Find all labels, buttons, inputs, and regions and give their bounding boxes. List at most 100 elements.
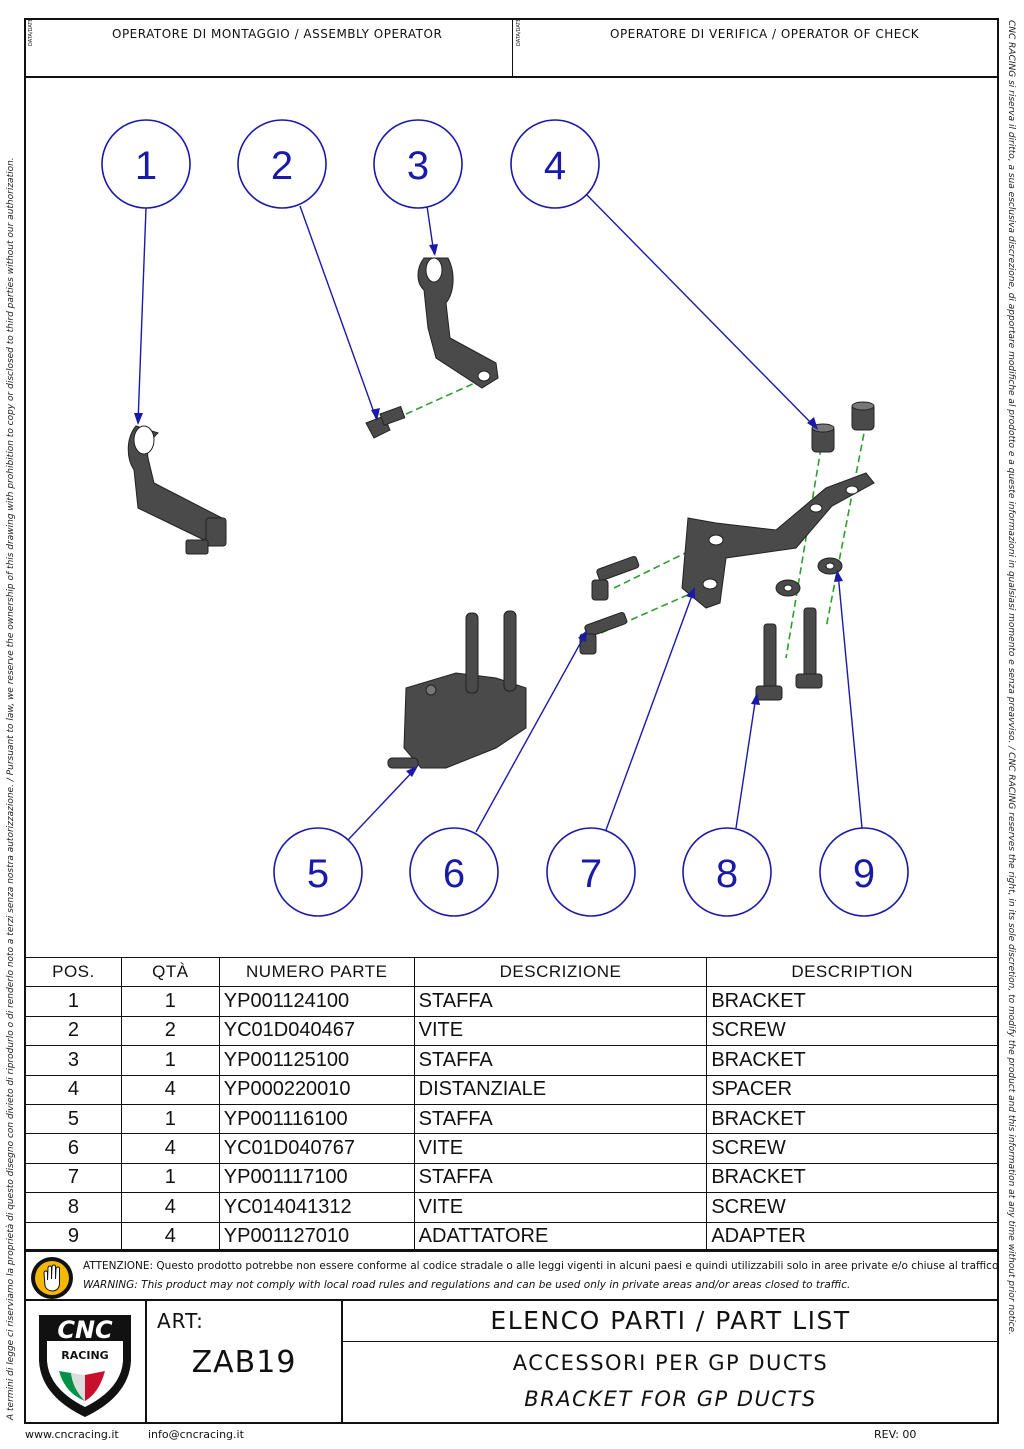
svg-text:RACING: RACING bbox=[61, 1349, 108, 1362]
warning-text-english: WARNING: This product may not comply wit… bbox=[83, 1279, 851, 1291]
leader-lines bbox=[137, 193, 863, 841]
part-number-cell: YC01D040767 bbox=[218, 1133, 415, 1164]
col-descrizione-header: DESCRIZIONE bbox=[413, 956, 708, 988]
table-row: 3 1 YP001125100 STAFFA BRACKET bbox=[25, 1045, 998, 1076]
balloon-3: 3 bbox=[373, 119, 463, 209]
svg-text:6: 6 bbox=[443, 852, 465, 896]
svg-text:1: 1 bbox=[135, 144, 157, 188]
qty-cell: 1 bbox=[120, 1045, 220, 1076]
date-label: DATA/DATE bbox=[516, 18, 522, 46]
assembly-operator-cell: DATA/DATE OPERATORE DI MONTAGGIO / ASSEM… bbox=[24, 18, 513, 76]
pos-cell: 8 bbox=[25, 1192, 122, 1223]
email-link[interactable]: info@cncracing.it bbox=[148, 1428, 244, 1441]
part-number-cell: YC01D040467 bbox=[218, 1015, 415, 1047]
balloon-1: 1 bbox=[101, 119, 191, 209]
exploded-view-drawing: 1 2 3 4 5 6 7 8 bbox=[101, 119, 909, 917]
balloon-9: 9 bbox=[819, 827, 909, 917]
balloon-2: 2 bbox=[237, 119, 327, 209]
date-label: DATA/DATE bbox=[28, 18, 34, 46]
part-number-cell: YC014041312 bbox=[218, 1192, 415, 1223]
table-row: 8 4 YC014041312 VITE SCREW bbox=[25, 1192, 998, 1223]
drawing-frame bbox=[24, 18, 999, 1424]
check-operator-label: OPERATORE DI VERIFICA / OPERATOR OF CHEC… bbox=[610, 27, 920, 41]
part-1-bracket bbox=[127, 425, 227, 555]
logo-cell: CNC RACING bbox=[25, 1301, 147, 1423]
qty-cell: 4 bbox=[120, 1074, 220, 1105]
subtitle-italian: ACCESSORI PER GP DUCTS bbox=[512, 1351, 829, 1375]
description-cell: SCREW bbox=[706, 1133, 998, 1164]
warning-banner: ATTENZIONE: Questo prodotto potrebbe non… bbox=[25, 1249, 998, 1301]
table-row: 7 1 YP001117100 STAFFA BRACKET bbox=[25, 1162, 998, 1194]
subtitle-english: BRACKET FOR GP DUCTS bbox=[524, 1387, 817, 1411]
pos-cell: 4 bbox=[25, 1074, 122, 1105]
part-3-bracket bbox=[417, 257, 499, 389]
part-7-bracket bbox=[681, 472, 875, 609]
description-cell: SCREW bbox=[706, 1192, 998, 1223]
balloon-8: 8 bbox=[682, 827, 772, 917]
part-number-cell: YP001125100 bbox=[218, 1045, 415, 1076]
pos-cell: 3 bbox=[25, 1045, 122, 1076]
part-8-screws bbox=[755, 607, 823, 701]
descrizione-cell: VITE bbox=[413, 1015, 708, 1047]
balloon-6: 6 bbox=[409, 827, 499, 917]
warning-text-italian: ATTENZIONE: Questo prodotto potrebbe non… bbox=[83, 1260, 999, 1272]
warning-hand-icon bbox=[31, 1257, 73, 1299]
qty-cell: 4 bbox=[120, 1192, 220, 1223]
descrizione-cell: STAFFA bbox=[413, 1045, 708, 1076]
table-row: 2 2 YC01D040467 VITE SCREW bbox=[25, 1015, 998, 1047]
website-link[interactable]: www.cncracing.it bbox=[25, 1428, 119, 1441]
descrizione-cell: VITE bbox=[413, 1192, 708, 1223]
part-number-cell: YP000220010 bbox=[218, 1074, 415, 1105]
art-value: ZAB19 bbox=[191, 1345, 297, 1380]
svg-text:8: 8 bbox=[716, 852, 738, 896]
part-number-cell: YP001117100 bbox=[218, 1162, 415, 1194]
svg-text:7: 7 bbox=[580, 852, 602, 896]
svg-text:2: 2 bbox=[271, 144, 293, 188]
pos-cell: 5 bbox=[25, 1103, 122, 1135]
description-cell: BRACKET bbox=[706, 1045, 998, 1076]
part-9-adapters bbox=[775, 557, 843, 597]
pos-cell: 1 bbox=[25, 986, 122, 1017]
descrizione-cell: STAFFA bbox=[413, 986, 708, 1017]
title-block: CNC RACING ART: ZAB19 ELENCO PARTI / PAR… bbox=[25, 1301, 998, 1423]
description-cell: BRACKET bbox=[706, 1162, 998, 1194]
header-block: DATA/DATE OPERATORE DI MONTAGGIO / ASSEM… bbox=[24, 18, 999, 78]
table-row: 4 4 YP000220010 DISTANZIALE SPACER bbox=[25, 1074, 998, 1105]
parts-table-header: POS. QTÀ NUMERO PARTE DESCRIZIONE DESCRI… bbox=[25, 956, 998, 988]
parts-table: POS. QTÀ NUMERO PARTE DESCRIZIONE DESCRI… bbox=[25, 956, 998, 1252]
description-cell: BRACKET bbox=[706, 1103, 998, 1135]
qty-cell: 1 bbox=[120, 986, 220, 1017]
table-row: 9 4 YP001127010 ADATTATORE ADAPTER bbox=[25, 1221, 998, 1252]
legal-notice-right: CNC RACING si riserva il diritto, a sua … bbox=[1006, 20, 1016, 1335]
check-operator-cell: DATA/DATE OPERATORE DI VERIFICA / OPERAT… bbox=[512, 18, 997, 76]
cnc-racing-logo: CNC RACING bbox=[39, 1315, 131, 1417]
col-pos-header: POS. bbox=[25, 956, 122, 988]
descrizione-cell: DISTANZIALE bbox=[413, 1074, 708, 1105]
part-2-screw bbox=[365, 405, 406, 439]
table-row: 1 1 YP001124100 STAFFA BRACKET bbox=[25, 986, 998, 1017]
descrizione-cell: STAFFA bbox=[413, 1162, 708, 1194]
balloon-callouts: 1 2 3 4 5 6 7 8 bbox=[101, 119, 909, 917]
legal-notice-left: A termini di legge ci riserviamo la prop… bbox=[6, 157, 16, 1420]
description-cell: SPACER bbox=[706, 1074, 998, 1105]
col-qty-header: QTÀ bbox=[120, 956, 220, 988]
svg-text:5: 5 bbox=[307, 852, 329, 896]
leader-arrowheads bbox=[134, 244, 843, 777]
title-cell: ELENCO PARTI / PART LIST ACCESSORI PER G… bbox=[343, 1301, 998, 1423]
descrizione-cell: VITE bbox=[413, 1133, 708, 1164]
description-cell: SCREW bbox=[706, 1015, 998, 1047]
balloon-7: 7 bbox=[546, 827, 636, 917]
table-row: 5 1 YP001116100 STAFFA BRACKET bbox=[25, 1103, 998, 1135]
qty-cell: 1 bbox=[120, 1162, 220, 1194]
qty-cell: 4 bbox=[120, 1221, 220, 1252]
svg-text:9: 9 bbox=[853, 852, 875, 896]
qty-cell: 2 bbox=[120, 1015, 220, 1047]
descrizione-cell: STAFFA bbox=[413, 1103, 708, 1135]
description-cell: ADAPTER bbox=[706, 1221, 998, 1252]
qty-cell: 4 bbox=[120, 1133, 220, 1164]
table-row: 6 4 YC01D040767 VITE SCREW bbox=[25, 1133, 998, 1164]
balloon-4: 4 bbox=[510, 119, 600, 209]
pos-cell: 2 bbox=[25, 1015, 122, 1047]
descrizione-cell: ADATTATORE bbox=[413, 1221, 708, 1252]
svg-text:4: 4 bbox=[544, 144, 566, 188]
